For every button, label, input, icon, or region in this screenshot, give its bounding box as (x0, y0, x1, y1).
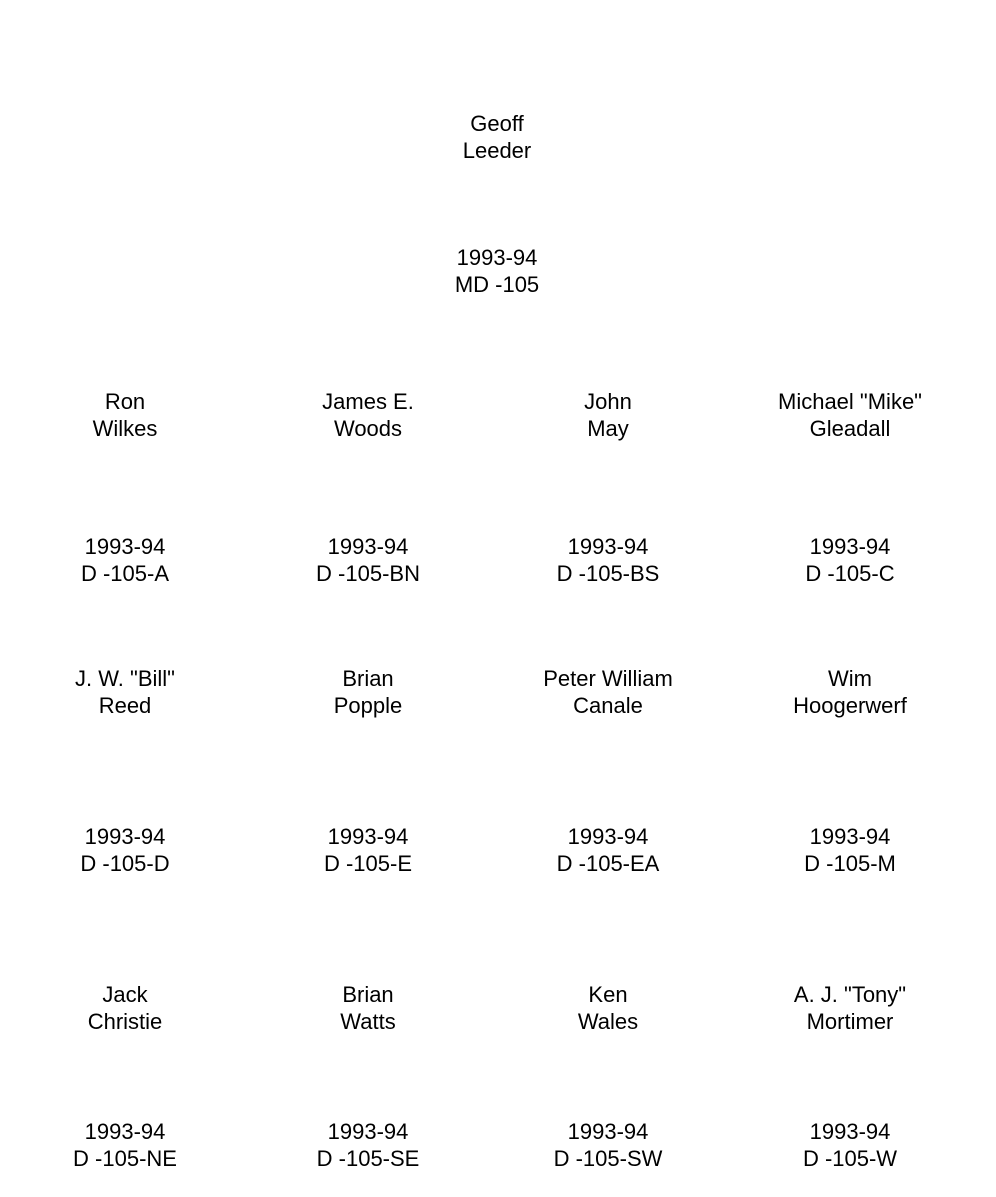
district-code: D -105-EA (556, 851, 660, 876)
first-name: Peter William (543, 666, 673, 691)
person-name: A. J. "Tony"Mortimer (730, 981, 970, 1035)
last-name: Woods (333, 416, 403, 441)
first-name: A. J. "Tony" (793, 982, 907, 1007)
last-name: Wales (577, 1009, 639, 1034)
first-name: Jack (102, 982, 148, 1007)
district-code: D -105-BS (556, 561, 660, 586)
last-name: Popple (333, 693, 403, 718)
last-name: May (587, 416, 629, 441)
top-term: 1993-94 MD -105 (377, 244, 617, 298)
term-year: 1993-94 (84, 534, 166, 559)
last-name: Reed (98, 693, 152, 718)
term-year: 1993-94 (809, 824, 891, 849)
first-name: Wim (828, 666, 872, 691)
last-name: Canale (573, 693, 643, 718)
first-name: Brian (342, 982, 394, 1007)
first-name: Ken (588, 982, 628, 1007)
first-name: Brian (342, 666, 394, 691)
last-name: Hoogerwerf (793, 693, 907, 718)
term-year: 1993-94 (567, 1119, 649, 1144)
term-year: 1993-94 (456, 245, 538, 270)
last-name: Christie (87, 1009, 163, 1034)
district-code: D -105-NE (73, 1146, 177, 1171)
district-code: D -105-M (804, 851, 896, 876)
district-code: D -105-BN (316, 561, 420, 586)
district-code: D -105-A (80, 561, 170, 586)
term-year: 1993-94 (84, 1119, 166, 1144)
last-name: Watts (340, 1009, 396, 1034)
last-name: Mortimer (806, 1009, 894, 1034)
top-name: Geoff Leeder (377, 110, 617, 164)
term-year: 1993-94 (327, 534, 409, 559)
person-name: J. W. "Bill"Reed (5, 665, 245, 719)
first-name: John (584, 389, 632, 414)
last-name: Leeder (462, 138, 532, 163)
term-year: 1993-94 (567, 824, 649, 849)
first-name: Ron (104, 389, 146, 414)
term-year: 1993-94 (567, 534, 649, 559)
district-code: D -105-SE (316, 1146, 420, 1171)
district-code: D -105-SW (553, 1146, 663, 1171)
term-year: 1993-94 (327, 824, 409, 849)
term-year: 1993-94 (327, 1119, 409, 1144)
term-year: 1993-94 (809, 1119, 891, 1144)
term-year: 1993-94 (84, 824, 166, 849)
last-name: Wilkes (92, 416, 158, 441)
person-name: James E.Woods (248, 388, 488, 442)
district-code: D -105-D (80, 851, 170, 876)
first-name: James E. (322, 389, 414, 414)
person-name: Michael "Mike"Gleadall (730, 388, 970, 442)
first-name: Michael "Mike" (778, 389, 922, 414)
district-code: D -105-W (802, 1146, 898, 1171)
district-code: D -105-C (805, 561, 895, 586)
term-year: 1993-94 (809, 534, 891, 559)
first-name: J. W. "Bill" (75, 666, 175, 691)
district-code: MD -105 (454, 272, 540, 297)
last-name: Gleadall (809, 416, 891, 441)
district-code: D -105-E (323, 851, 413, 876)
first-name: Geoff (470, 111, 524, 136)
